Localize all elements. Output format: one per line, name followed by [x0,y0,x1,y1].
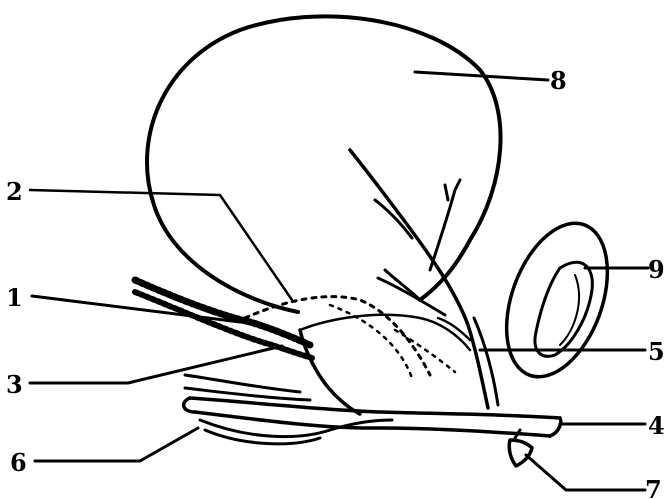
label-3: 3 [6,370,23,399]
label-5: 5 [648,337,665,366]
label-1: 1 [6,283,23,312]
vessel-branch-a [430,190,455,270]
label-9: 9 [648,255,665,284]
leader-2 [30,190,292,300]
leader-6 [35,428,198,461]
label-6: 6 [10,448,27,477]
vessel-trunk [350,150,488,408]
side-tube-connect [515,430,520,438]
leader-7 [526,455,645,490]
duct-upper [190,398,560,418]
label-7: 7 [645,475,662,499]
side-tube [509,440,532,466]
duct-end-left [184,398,195,412]
leader-3 [30,346,282,383]
duct-end-right [550,418,561,436]
label-8: 8 [550,66,567,95]
oval-outer [487,209,626,390]
label-2: 2 [6,177,23,206]
label-4: 4 [648,411,665,440]
sac-outline [147,16,501,312]
vessel-branch-c [378,278,445,315]
